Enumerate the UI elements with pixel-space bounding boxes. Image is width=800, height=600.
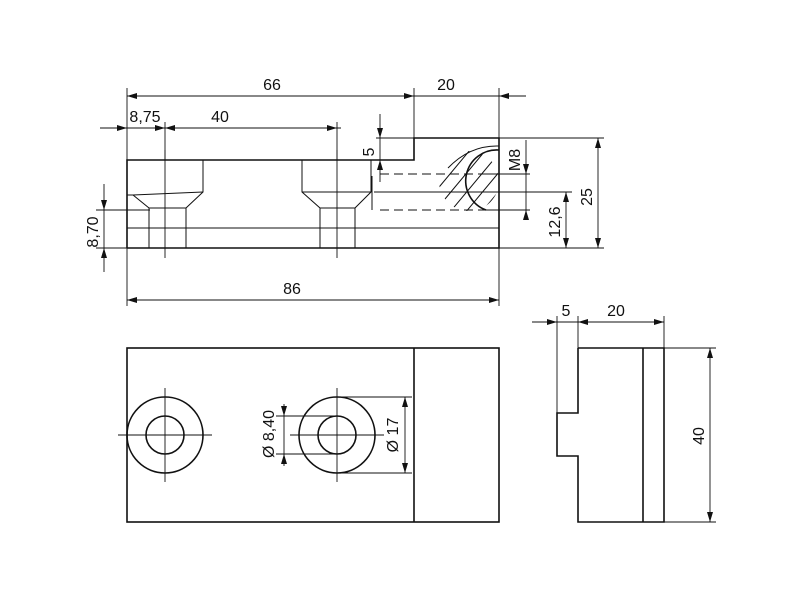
dimension-66: 66 bbox=[126, 77, 415, 160]
dimension-side-20-label: 20 bbox=[607, 303, 625, 320]
dimension-counterbore-17-label: Ø 17 bbox=[385, 418, 402, 453]
dimension-5-top: 5 bbox=[361, 114, 414, 182]
side-view: 5 20 40 bbox=[532, 303, 716, 523]
dimension-counterbore-17: Ø 17 bbox=[337, 396, 412, 474]
left-counterbore-section bbox=[127, 150, 204, 258]
dimension-side-5-label: 5 bbox=[562, 303, 571, 320]
side-view-outline bbox=[556, 347, 665, 523]
dimension-20-top-label: 20 bbox=[437, 77, 455, 94]
dimension-66-label: 66 bbox=[263, 77, 281, 94]
dimension-bore-8-40-label: Ø 8,40 bbox=[261, 410, 278, 458]
dimension-side-40-label: 40 bbox=[691, 427, 708, 445]
dimension-40-label: 40 bbox=[211, 109, 229, 126]
dimension-25-label: 25 bbox=[579, 188, 596, 206]
threaded-hole-hidden bbox=[374, 173, 512, 211]
dimension-86: 86 bbox=[126, 248, 500, 306]
dimension-side-40: 40 bbox=[664, 347, 716, 523]
dimension-bore-8-40: Ø 8,40 bbox=[261, 404, 337, 466]
right-counterbore-section bbox=[301, 150, 372, 258]
left-counterbore-plan bbox=[118, 388, 212, 482]
dimension-86-label: 86 bbox=[283, 281, 301, 298]
dimension-20-top: 20 bbox=[414, 77, 526, 138]
dimension-8-75-label: 8,75 bbox=[129, 109, 160, 126]
dimension-8-75-and-40: 8,75 40 bbox=[100, 109, 341, 160]
dimension-8-70-label: 8,70 bbox=[85, 216, 102, 247]
dimension-12-6-label: 12,6 bbox=[547, 206, 564, 237]
dimension-m8: M8 bbox=[486, 140, 530, 220]
right-counterbore-plan bbox=[290, 388, 384, 482]
dimension-5-top-label: 5 bbox=[361, 147, 378, 156]
dimension-side-5-20: 5 20 bbox=[532, 303, 665, 413]
dimension-25: 25 bbox=[499, 137, 604, 249]
dimension-8-70: 8,70 bbox=[85, 184, 150, 272]
front-view: Ø 8,40 Ø 17 bbox=[118, 347, 500, 523]
dimension-m8-label: M8 bbox=[507, 149, 524, 171]
top-view: 66 20 8,75 40 5 bbox=[85, 77, 604, 306]
dimension-12-6: 12,6 bbox=[512, 191, 572, 248]
